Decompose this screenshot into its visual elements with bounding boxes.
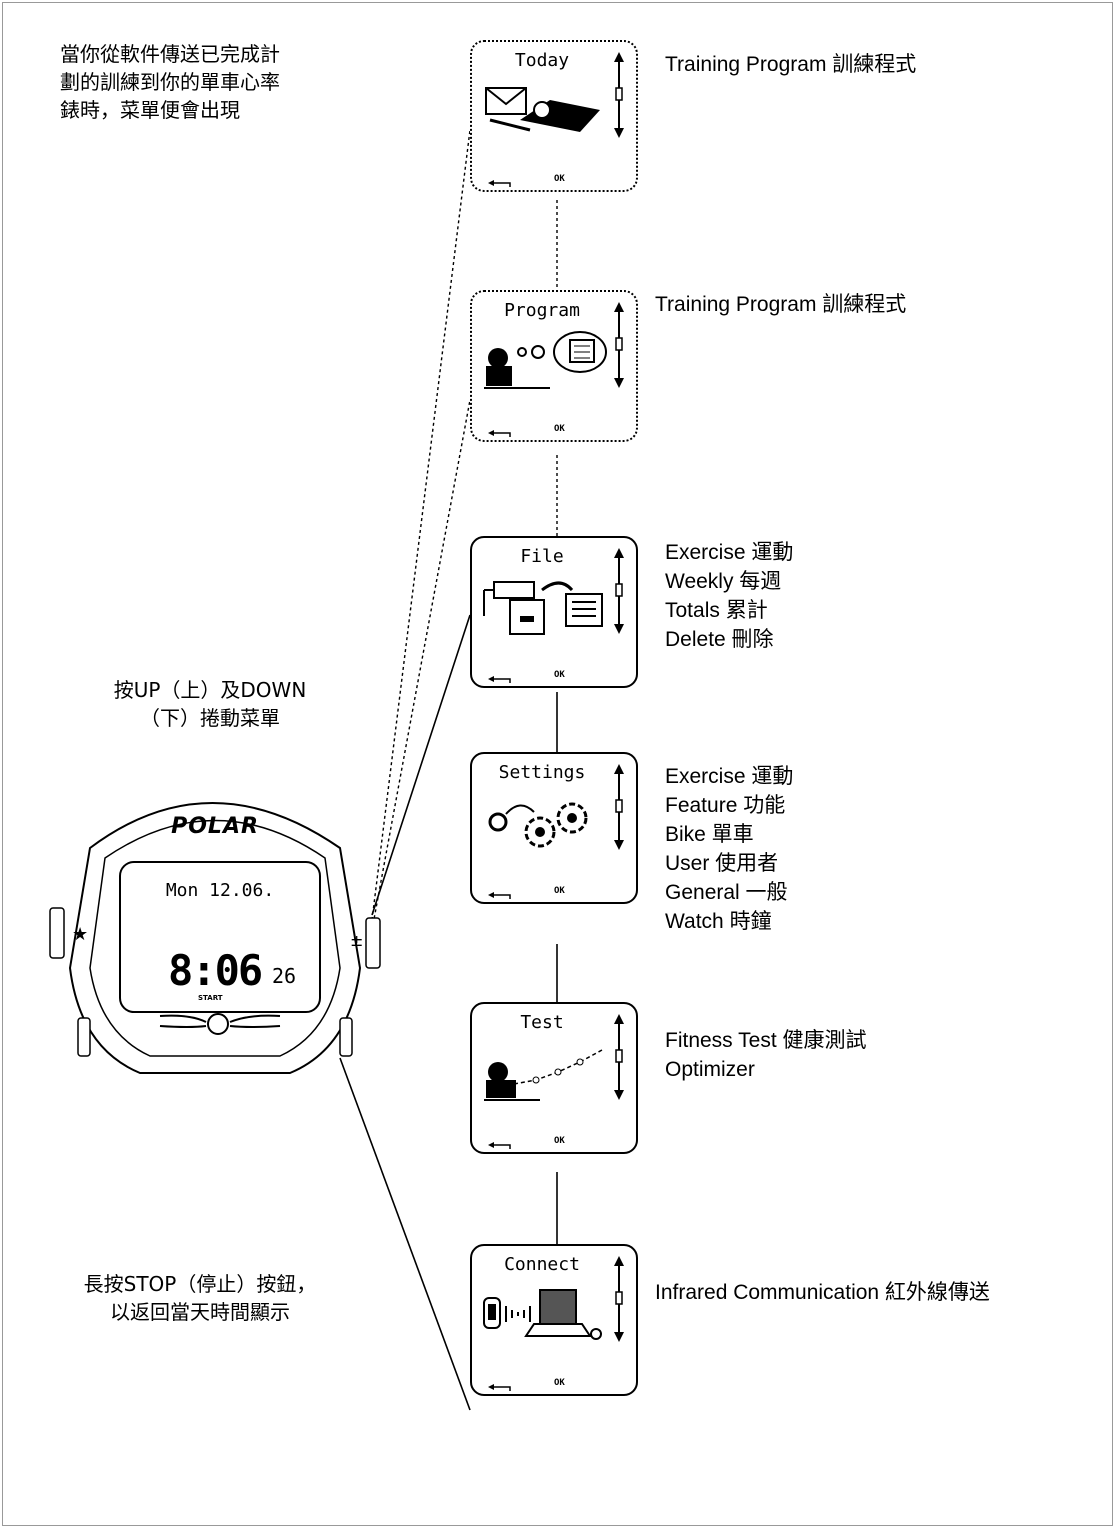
description-line: Training Program 訓練程式 bbox=[655, 293, 907, 316]
link-connect bbox=[339, 1057, 471, 1411]
side-button-left bbox=[49, 907, 65, 959]
svg-text:★: ★ bbox=[72, 924, 88, 945]
polar-watch: ★ ± POLAR Mon 12.06. 8:06 26 START bbox=[49, 778, 381, 1088]
note-top: 當你從軟件傳送已完成計 劃的訓練到你的單車心率 錶時，菜單便會出現 bbox=[60, 42, 280, 122]
gears-icon bbox=[480, 792, 608, 854]
description-line: Feature 功能 bbox=[665, 794, 786, 817]
description-line: Exercise 運動 bbox=[665, 765, 794, 788]
description-line: Exercise 運動 bbox=[665, 541, 794, 564]
ok-label: OK bbox=[554, 1378, 565, 1388]
menu-description-settings: Exercise 運動 Feature 功能 Bike 單車 User 使用者 Gene… bbox=[665, 762, 793, 936]
svg-text:±: ± bbox=[350, 931, 363, 950]
description-line: Infrared Communication 紅外線傳送 bbox=[655, 1281, 990, 1304]
back-arrow-icon bbox=[486, 1134, 512, 1149]
description-line: Training Program 訓練程式 bbox=[665, 53, 917, 76]
ok-label: OK bbox=[554, 670, 565, 680]
screen-title: Settings bbox=[498, 762, 586, 783]
ok-label: OK bbox=[554, 886, 565, 896]
person-thinking-icon bbox=[480, 330, 608, 392]
dotted-link-program bbox=[371, 399, 471, 931]
screen-title: Today bbox=[514, 50, 570, 71]
screen-title: Program bbox=[504, 300, 580, 321]
menu-description-test: Fitness Test 健康測試 Optimizer bbox=[665, 1026, 867, 1084]
ok-label: OK bbox=[554, 174, 565, 184]
description-line: Fitness Test 健康測試 bbox=[665, 1029, 867, 1052]
person-test-icon bbox=[480, 1042, 608, 1104]
side-button-stop bbox=[77, 1017, 91, 1057]
menu-description-today: Training Program 訓練程式 bbox=[665, 50, 916, 79]
back-arrow-icon bbox=[486, 422, 512, 437]
scroll-indicator-icon bbox=[612, 50, 626, 140]
watch-time: 8:06 bbox=[168, 946, 263, 995]
screen-title: Connect bbox=[504, 1254, 580, 1275]
description-line: Totals 累計 bbox=[665, 599, 768, 622]
back-arrow-icon bbox=[486, 172, 512, 187]
note-middle: 按UP（上）及DOWN （下）捲動菜單 bbox=[113, 678, 307, 730]
watch-brand: POLAR bbox=[171, 814, 259, 839]
description-line: Delete 刪除 bbox=[665, 628, 774, 651]
description-line: General 一般 bbox=[665, 881, 788, 904]
watch-display bbox=[119, 861, 321, 1013]
screen-title: File bbox=[520, 546, 564, 567]
scroll-indicator-icon bbox=[612, 1012, 626, 1102]
back-arrow-icon bbox=[486, 668, 512, 683]
description-line: Bike 單車 bbox=[665, 823, 754, 846]
side-button-down bbox=[339, 1017, 353, 1057]
watch-date: Mon 12.06. bbox=[165, 880, 275, 901]
infrared-computer-icon bbox=[480, 1284, 608, 1346]
side-button-up bbox=[365, 917, 381, 969]
description-line: User 使用者 bbox=[665, 852, 779, 875]
description-line: Weekly 每週 bbox=[665, 570, 782, 593]
link-file bbox=[371, 614, 471, 916]
ok-label: OK bbox=[554, 424, 565, 434]
scroll-indicator-icon bbox=[612, 546, 626, 636]
description-line: Optimizer bbox=[665, 1058, 755, 1081]
description-line: Watch 時鐘 bbox=[665, 910, 772, 933]
back-arrow-icon bbox=[486, 1376, 512, 1391]
file-cabinet-icon bbox=[480, 576, 608, 638]
menu-description-connect: Infrared Communication 紅外線傳送 bbox=[655, 1278, 990, 1307]
watch-start-label: START bbox=[198, 994, 223, 1002]
ok-label: OK bbox=[554, 1136, 565, 1146]
note-bottom: 長按STOP（停止）按鈕， 以返回當天時間顯示 bbox=[83, 1272, 317, 1324]
dotted-link-today bbox=[371, 129, 471, 921]
menu-description-file: Exercise 運動 Weekly 每週 Totals 累計 Delete 刪除 bbox=[665, 538, 793, 654]
scroll-indicator-icon bbox=[612, 1254, 626, 1344]
watch-seconds: 26 bbox=[272, 964, 297, 988]
screen-title: Test bbox=[520, 1012, 564, 1033]
menu-description-program: Training Program 訓練程式 bbox=[655, 290, 906, 319]
envelope-handshake-icon bbox=[480, 80, 608, 142]
scroll-indicator-icon bbox=[612, 300, 626, 390]
back-arrow-icon bbox=[486, 884, 512, 899]
scroll-indicator-icon bbox=[612, 762, 626, 852]
